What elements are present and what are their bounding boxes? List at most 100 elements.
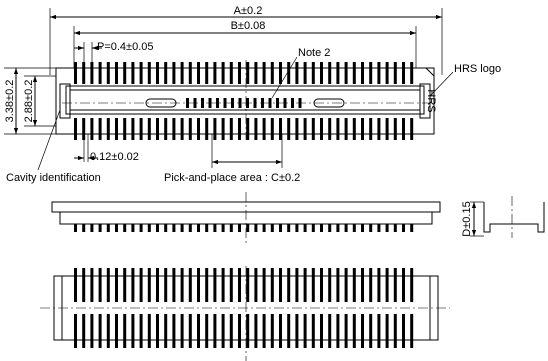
pin bbox=[188, 118, 192, 140]
pin bbox=[123, 62, 127, 84]
side-pin bbox=[344, 224, 348, 232]
pin bbox=[172, 118, 176, 140]
pin bbox=[402, 62, 405, 84]
pin bbox=[410, 268, 414, 302]
hrs-logo-mark: HRS bbox=[425, 89, 437, 112]
pin bbox=[221, 314, 225, 348]
pin bbox=[90, 118, 94, 140]
side-pin bbox=[262, 224, 266, 232]
pin bbox=[90, 62, 94, 84]
side-pin bbox=[254, 224, 258, 232]
side-pin bbox=[106, 224, 110, 232]
pin bbox=[90, 268, 94, 302]
pin bbox=[197, 62, 200, 84]
pin bbox=[205, 118, 209, 140]
pin bbox=[369, 118, 373, 140]
pin bbox=[139, 118, 143, 140]
pin bbox=[123, 118, 127, 140]
side-pin bbox=[180, 224, 184, 232]
pin bbox=[131, 268, 135, 302]
pin bbox=[254, 314, 258, 348]
pin bbox=[246, 118, 250, 140]
top-pin-row-upper bbox=[74, 62, 414, 84]
pin bbox=[361, 268, 364, 302]
pin bbox=[205, 62, 209, 84]
pitch-label: P=0.4±0.05 bbox=[97, 41, 154, 53]
pin bbox=[361, 62, 364, 84]
pin bbox=[197, 314, 200, 348]
pin bbox=[320, 268, 323, 302]
pin bbox=[303, 62, 307, 84]
height-inner-label: 2.88±0.2 bbox=[23, 80, 35, 123]
pin bbox=[295, 268, 299, 302]
side-body bbox=[51, 201, 441, 225]
side-pin bbox=[352, 224, 356, 232]
pin bbox=[279, 314, 282, 348]
pin bbox=[98, 268, 102, 302]
side-pin bbox=[205, 224, 209, 232]
pin bbox=[361, 314, 364, 348]
pin bbox=[303, 268, 307, 302]
side-pin bbox=[361, 224, 364, 232]
pin bbox=[123, 268, 127, 302]
pin bbox=[344, 62, 348, 84]
pin bbox=[172, 268, 176, 302]
pin bbox=[377, 118, 381, 140]
pin bbox=[246, 62, 250, 84]
pin bbox=[385, 314, 389, 348]
side-pin bbox=[377, 224, 381, 232]
side-pin bbox=[123, 224, 127, 232]
pin bbox=[131, 118, 135, 140]
pin bbox=[262, 268, 266, 302]
pin bbox=[377, 268, 381, 302]
pin bbox=[410, 62, 414, 84]
pin bbox=[238, 314, 241, 348]
side-pin bbox=[369, 224, 373, 232]
side-pin bbox=[98, 224, 102, 232]
pin bbox=[74, 314, 77, 348]
pin bbox=[344, 268, 348, 302]
pin bbox=[156, 118, 159, 140]
pin bbox=[106, 314, 110, 348]
side-pin bbox=[131, 224, 135, 232]
pin bbox=[393, 62, 397, 84]
pin bbox=[115, 62, 118, 84]
pin bbox=[352, 118, 356, 140]
cavity-outline bbox=[65, 85, 425, 115]
pin bbox=[180, 62, 184, 84]
pin bbox=[270, 314, 274, 348]
side-pin bbox=[402, 224, 405, 232]
cavity-id-callout: Cavity identification bbox=[6, 172, 101, 184]
pin bbox=[115, 268, 118, 302]
pin bbox=[393, 314, 397, 348]
pin bbox=[115, 118, 118, 140]
pin bbox=[328, 314, 332, 348]
pin-width-label: 0.12±0.02 bbox=[90, 151, 139, 163]
pin bbox=[106, 268, 110, 302]
pin bbox=[98, 118, 102, 140]
dimension-b-label: B±0.08 bbox=[231, 20, 266, 32]
connector-outline-top bbox=[55, 67, 435, 135]
pin bbox=[82, 268, 86, 302]
side-pin bbox=[303, 224, 307, 232]
side-pin bbox=[139, 224, 143, 232]
pin bbox=[336, 314, 340, 348]
pin bbox=[393, 118, 397, 140]
pin bbox=[106, 118, 110, 140]
side-pin bbox=[188, 224, 192, 232]
pin bbox=[246, 314, 250, 348]
side-pin bbox=[336, 224, 340, 232]
pin bbox=[221, 62, 225, 84]
pin bbox=[369, 62, 373, 84]
pin bbox=[262, 314, 266, 348]
side-pin bbox=[74, 224, 77, 232]
pin bbox=[344, 118, 348, 140]
side-pin bbox=[311, 224, 315, 232]
pin bbox=[344, 314, 348, 348]
pin bbox=[205, 268, 209, 302]
pin bbox=[164, 118, 168, 140]
pin bbox=[188, 314, 192, 348]
pin bbox=[229, 314, 233, 348]
pin bbox=[279, 62, 282, 84]
bottom-view bbox=[40, 266, 450, 361]
